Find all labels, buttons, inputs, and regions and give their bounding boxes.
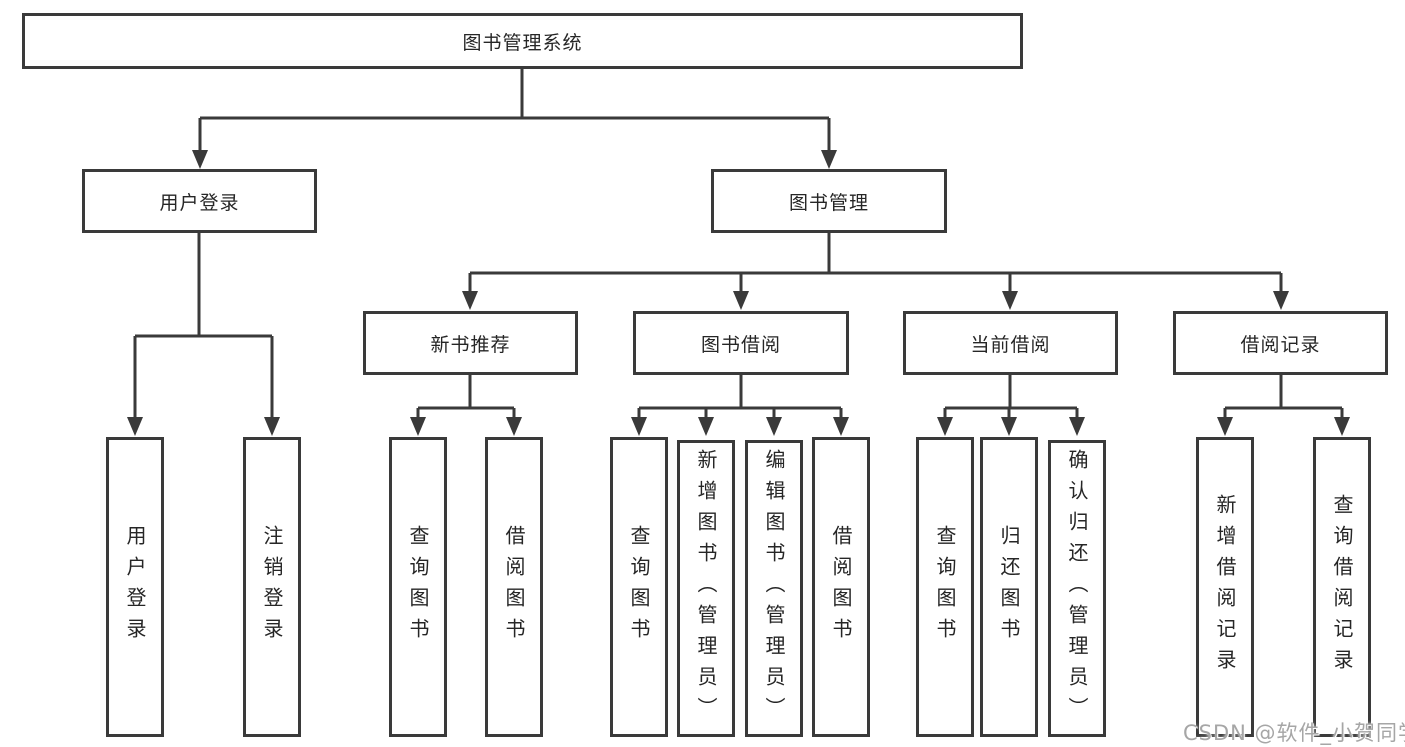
leaf-label: 查询图书: [406, 525, 430, 649]
leaf-confirm-return-admin: 确认归还（管理员）: [1048, 440, 1106, 737]
leaf-label: 查询图书: [933, 525, 957, 649]
leaf-label: 查询借阅记录: [1330, 494, 1354, 680]
arrowheads: [127, 150, 1350, 436]
node-root-system: 图书管理系统: [22, 13, 1023, 69]
leaf-query-books-recommend: 查询图书: [389, 437, 447, 737]
leaf-query-borrow-record: 查询借阅记录: [1313, 437, 1371, 737]
node-label: 图书管理: [788, 191, 869, 214]
leaf-return-books: 归还图书: [980, 437, 1038, 737]
leaf-label: 编辑图书（管理员）: [762, 449, 786, 728]
leaf-borrow-books: 借阅图书: [812, 437, 870, 737]
node-current-borrowing: 当前借阅: [903, 311, 1118, 375]
leaf-label: 注销登录: [260, 525, 284, 649]
node-book-management: 图书管理: [711, 169, 947, 233]
leaf-query-books-current: 查询图书: [916, 437, 974, 737]
node-user-login: 用户登录: [82, 169, 317, 233]
node-label: 图书借阅: [700, 333, 781, 356]
node-label: 用户登录: [159, 191, 240, 214]
leaf-label: 借阅图书: [502, 525, 526, 649]
node-label: 当前借阅: [970, 333, 1051, 356]
leaf-borrow-books-recommend: 借阅图书: [485, 437, 543, 737]
leaf-label: 确认归还（管理员）: [1065, 449, 1089, 728]
node-label: 新书推荐: [430, 333, 511, 356]
leaf-label: 新增借阅记录: [1213, 494, 1237, 680]
leaf-add-book-admin: 新增图书（管理员）: [677, 440, 735, 737]
csdn-watermark: CSDN @软件_小贺同学: [1183, 721, 1405, 745]
leaf-logout-login: 注销登录: [243, 437, 301, 737]
leaf-edit-book-admin: 编辑图书（管理员）: [745, 440, 803, 737]
leaf-label: 新增图书（管理员）: [694, 449, 718, 728]
node-book-borrowing: 图书借阅: [633, 311, 849, 375]
node-label: 借阅记录: [1240, 333, 1321, 356]
leaf-label: 查询图书: [627, 525, 651, 649]
leaf-user-login: 用户登录: [106, 437, 164, 737]
leaf-add-borrow-record: 新增借阅记录: [1196, 437, 1254, 737]
leaf-query-books-borrowing: 查询图书: [610, 437, 668, 737]
node-new-book-recommend: 新书推荐: [363, 311, 578, 375]
leaf-label: 用户登录: [123, 525, 147, 649]
leaf-label: 归还图书: [997, 525, 1021, 649]
node-label: 图书管理系统: [462, 31, 583, 54]
leaf-label: 借阅图书: [829, 525, 853, 649]
node-borrowing-records: 借阅记录: [1173, 311, 1388, 375]
